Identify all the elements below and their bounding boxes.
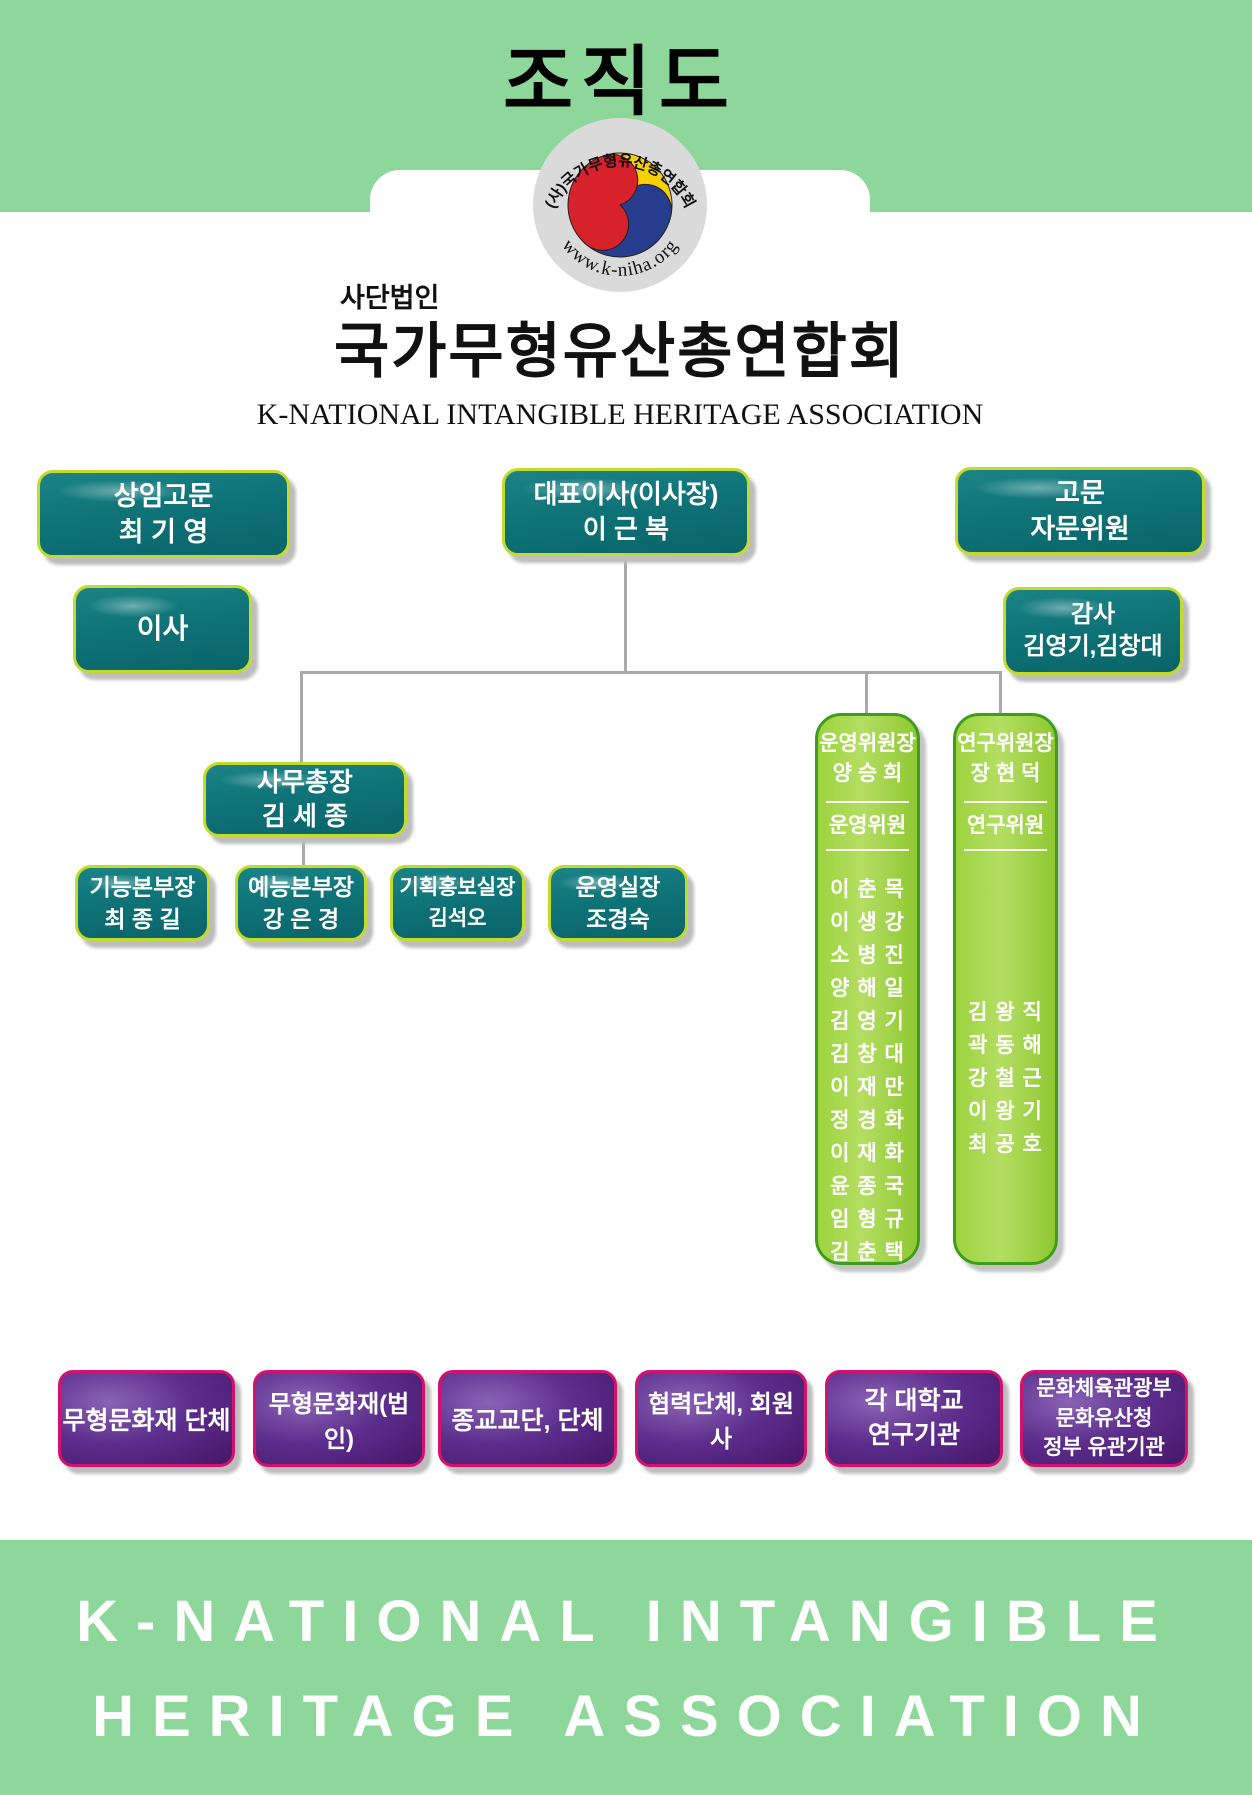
member-group-intangible-heritage-organizations: 무형문화재 단체 bbox=[58, 1370, 235, 1467]
box-title: 운영실장 bbox=[575, 873, 661, 900]
member-group-government-agencies: 문화체육관광부 문화유산청 정부 유관기관 bbox=[1020, 1370, 1188, 1467]
member: 이 생 강 bbox=[830, 911, 905, 934]
box-secretary-general: 사무총장 김 세 종 bbox=[203, 762, 407, 837]
box-arts-division: 예능본부장 강 은 경 bbox=[235, 865, 367, 941]
research-committee-column: 연구위원장 장 현 덕 연구위원 김 왕 직 곽 동 해 강 철 근 이 왕 기… bbox=[953, 713, 1058, 1265]
member: 소 병 진 bbox=[830, 944, 905, 967]
member: 임 형 규 bbox=[830, 1208, 905, 1231]
member: 이 재 만 bbox=[830, 1076, 905, 1099]
box-pr-office: 기획홍보실장 김석오 bbox=[390, 865, 525, 941]
member: 이 재 화 bbox=[830, 1142, 905, 1165]
box-title: 상임고문 bbox=[113, 480, 214, 511]
committee-chair: 연구위원장 장 현 덕 bbox=[956, 716, 1055, 801]
box-operations-office: 운영실장 조경숙 bbox=[548, 865, 688, 941]
members-label: 운영위원 bbox=[828, 814, 907, 837]
box-name: 이 근 복 bbox=[582, 514, 670, 544]
member-list: 이 춘 목 이 생 강 소 병 진 양 해 일 김 영 기 김 창 대 이 재 … bbox=[818, 851, 917, 1269]
chair-name: 장 현 덕 bbox=[970, 762, 1041, 785]
member: 양 해 일 bbox=[830, 977, 905, 1000]
box-title: 기획홍보실장 bbox=[399, 875, 516, 899]
box-ceo: 대표이사(이사장) 이 근 복 bbox=[502, 468, 750, 556]
member-group-religious-organizations: 종교교단, 단체 bbox=[438, 1370, 617, 1467]
group-label: 무형문화재(법인) bbox=[268, 1390, 410, 1453]
box-name: 김석오 bbox=[428, 907, 487, 930]
connector-secretary-down bbox=[302, 836, 305, 867]
connector-to-research bbox=[999, 671, 1002, 716]
member-group-partner-organizations: 협력단체, 회원사 bbox=[635, 1370, 807, 1467]
member: 곽 동 해 bbox=[968, 1034, 1043, 1057]
connector-to-secretary bbox=[300, 671, 303, 764]
footer-line2: HERITAGE ASSOCIATION bbox=[92, 1684, 1160, 1749]
member: 김 창 대 bbox=[830, 1043, 905, 1066]
footer-green-band bbox=[0, 1540, 1252, 1795]
box-title: 사무총장 bbox=[257, 766, 353, 797]
box-title: 이사 bbox=[136, 613, 189, 645]
org-type-label: 사단법인 bbox=[340, 283, 440, 313]
box-name: 김 세 종 bbox=[261, 800, 349, 831]
org-name-korean: 국가무형유산총연합회 bbox=[334, 318, 906, 385]
group-label: 무형문화재 단체 bbox=[62, 1406, 231, 1435]
chair-name: 양 승 희 bbox=[832, 762, 903, 785]
association-logo-icon: (사)국가무형유산총연합회 www.k-niha.org bbox=[533, 118, 707, 292]
box-title: 예능본부장 bbox=[248, 873, 354, 900]
group-label: 연구기관 bbox=[867, 1420, 960, 1449]
steering-committee-column: 운영위원장 양 승 희 운영위원 이 춘 목 이 생 강 소 병 진 양 해 일… bbox=[815, 713, 920, 1265]
box-name: 최 종 길 bbox=[104, 906, 181, 932]
box-auditor: 감사 김영기,김창대 bbox=[1003, 587, 1183, 675]
group-label: 문화체육관광부 bbox=[1036, 1377, 1172, 1401]
samtaegeuk-icon bbox=[567, 152, 673, 258]
box-director: 이사 bbox=[73, 585, 252, 673]
connector-ceo-down bbox=[624, 556, 627, 673]
divider bbox=[826, 849, 909, 851]
org-name-english: K-NATIONAL INTANGIBLE HERITAGE ASSOCIATI… bbox=[256, 398, 984, 431]
member: 김 왕 직 bbox=[968, 1001, 1043, 1024]
member-group-intangible-heritage-corporations: 무형문화재(법인) bbox=[253, 1370, 425, 1467]
divider bbox=[964, 801, 1047, 803]
page-title: 조직도 bbox=[503, 40, 737, 125]
member: 김 춘 택 bbox=[830, 1241, 905, 1264]
footer-line1: K-NATIONAL INTANGIBLE bbox=[76, 1589, 1176, 1654]
group-label: 문화유산청 bbox=[1055, 1406, 1153, 1430]
connector-horizontal bbox=[301, 671, 1001, 674]
box-title: 기능본부장 bbox=[89, 873, 196, 900]
member-group-universities-research: 각 대학교 연구기관 bbox=[825, 1370, 1003, 1467]
member: 최 공 호 bbox=[968, 1133, 1043, 1156]
box-standing-advisor: 상임고문 최 기 영 bbox=[37, 470, 290, 558]
box-name: 최 기 영 bbox=[118, 517, 209, 547]
box-name: 조경숙 bbox=[586, 906, 650, 932]
group-label: 협력단체, 회원사 bbox=[648, 1390, 794, 1453]
member: 이 춘 목 bbox=[830, 878, 905, 901]
box-craft-division: 기능본부장 최 종 길 bbox=[75, 865, 210, 941]
box-name: 강 은 경 bbox=[262, 906, 340, 932]
member: 윤 종 국 bbox=[830, 1175, 905, 1198]
box-title: 감사 bbox=[1070, 600, 1116, 628]
committee-chair: 운영위원장 양 승 희 bbox=[818, 716, 917, 801]
box-advisor: 고문 자문위원 bbox=[955, 467, 1205, 555]
box-title2: 자문위원 bbox=[1030, 514, 1130, 544]
member: 강 철 근 bbox=[968, 1067, 1043, 1090]
divider bbox=[826, 801, 909, 803]
chair-title: 연구위원장 bbox=[957, 732, 1054, 755]
member-list: 김 왕 직 곽 동 해 강 철 근 이 왕 기 최 공 호 bbox=[956, 851, 1055, 1161]
chair-title: 운영위원장 bbox=[819, 732, 916, 755]
box-title: 고문 bbox=[1055, 477, 1105, 508]
member: 김 영 기 bbox=[830, 1010, 905, 1033]
member: 이 왕 기 bbox=[968, 1100, 1043, 1123]
box-name: 김영기,김창대 bbox=[1023, 633, 1163, 660]
members-label: 연구위원 bbox=[966, 814, 1045, 837]
divider bbox=[964, 849, 1047, 851]
group-label: 각 대학교 bbox=[864, 1386, 964, 1415]
box-title: 대표이사(이사장) bbox=[533, 478, 719, 509]
group-label: 정부 유관기관 bbox=[1043, 1436, 1165, 1460]
member: 정 경 화 bbox=[830, 1109, 905, 1132]
group-label: 종교교단, 단체 bbox=[451, 1406, 604, 1435]
connector-to-steering bbox=[865, 671, 868, 716]
